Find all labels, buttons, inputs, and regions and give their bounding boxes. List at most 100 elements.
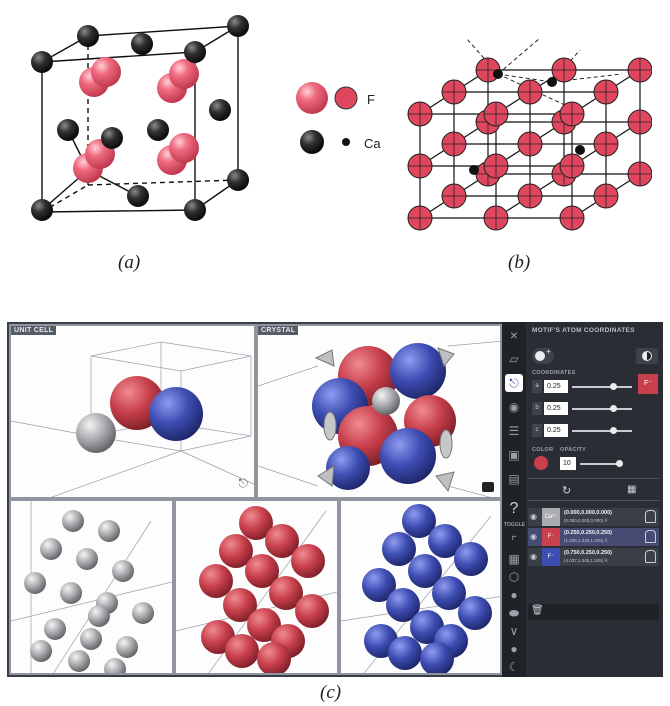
calcium-atom <box>101 127 123 149</box>
atom-row[interactable]: ◉ F⁻ (0.250,0.250,0.250) (1.345,1.345,1.… <box>528 528 659 546</box>
plus-icon: + <box>546 347 551 356</box>
cube-icon[interactable]: ▱ <box>509 352 519 366</box>
calcium-atom <box>24 572 46 594</box>
calcium-cut-atom <box>314 349 335 367</box>
fluorine-atom <box>432 576 466 610</box>
fluorine-atom <box>362 568 396 602</box>
unit-cell-label: UNIT CELL <box>11 326 57 335</box>
moon-icon[interactable]: ☾ <box>508 660 520 674</box>
calcium-atom <box>31 51 53 73</box>
fluorine-atom <box>402 504 436 538</box>
coordinates-label: COORDINATES <box>532 370 576 376</box>
coord-a-input[interactable]: 0.25 <box>544 380 568 393</box>
add-atom-button[interactable]: + <box>532 347 554 364</box>
color-picker[interactable] <box>534 456 548 470</box>
calcium-cut-atom <box>317 465 335 487</box>
lattice-icon[interactable]: ▦ <box>508 552 520 566</box>
opacity-slider-handle[interactable] <box>616 460 623 467</box>
fluorine-atom <box>219 534 253 568</box>
calcium-atom <box>184 41 206 63</box>
calcium-cut-atom <box>323 411 337 441</box>
help-icon[interactable]: ? <box>509 500 519 517</box>
calcium-atom <box>68 650 90 672</box>
fluorine-atom <box>225 634 259 668</box>
coord-c-input[interactable]: 0.25 <box>544 424 568 437</box>
fluorine-atom <box>223 588 257 622</box>
fluorine-atom <box>382 532 416 566</box>
fluorine-atom <box>245 554 279 588</box>
lock-icon[interactable] <box>482 482 494 492</box>
fluorine-blue-sublattice-view[interactable] <box>339 499 502 675</box>
fluorine-atom <box>199 564 233 598</box>
calcium-atom <box>76 413 116 453</box>
calcium-atom <box>469 165 479 175</box>
fluorine-atom <box>408 554 442 588</box>
axis-b-label: b <box>532 402 542 415</box>
atom-row[interactable]: ◉ Ca²⁺ (0.000,0.000,0.000) (0.000,0.000,… <box>528 508 659 526</box>
axes-icon[interactable]: ⌜ <box>511 534 517 548</box>
tangency-icon[interactable] <box>645 510 656 523</box>
opacity-slider[interactable] <box>580 463 620 465</box>
divider <box>528 478 659 479</box>
eye-icon[interactable]: ◉ <box>530 552 537 561</box>
fluorine-red-sublattice-canvas <box>176 506 337 673</box>
coord-a-slider-handle[interactable] <box>610 383 617 390</box>
calcium-atom <box>76 548 98 570</box>
headphones-icon[interactable]: ⎋ <box>238 476 249 490</box>
sphere-icon[interactable]: ● <box>510 588 518 602</box>
coord-b-input[interactable]: 0.25 <box>544 402 568 415</box>
tool-strip: × ▱ ⎋ ◉ ☰ ▣ ▤ ? TOGGLE ⌜ ▦ ⬡ ● ⬬ ∨ ● ☾ <box>502 322 526 677</box>
trash-icon[interactable]: 🗑 <box>531 605 544 616</box>
save-icon[interactable]: ▦ <box>627 484 637 495</box>
coord-c-slider-handle[interactable] <box>610 427 617 434</box>
coord-b-slider-handle[interactable] <box>610 405 617 412</box>
calcium-atom <box>60 582 82 604</box>
panel-title: MOTIF'S ATOM COORDINATES <box>532 327 635 334</box>
unit-cell-view[interactable]: UNIT CELL ⎋ <box>9 324 256 499</box>
tangency-icon[interactable] <box>645 550 656 563</box>
eye-icon[interactable]: ◉ <box>530 512 537 521</box>
calcium-atom <box>104 658 126 673</box>
opacity-input[interactable]: 10 <box>560 457 576 470</box>
opacity-label: OPACITY <box>560 447 587 453</box>
crystal-view[interactable]: CRYSTAL <box>256 324 502 499</box>
toggle-label: TOGGLE <box>504 522 526 528</box>
coord-b-slider[interactable] <box>572 408 632 410</box>
calcium-atom <box>62 510 84 532</box>
atom-row[interactable]: ◉ F⁻ (0.750,0.250,0.250) (4.037,1.345,1.… <box>528 548 659 566</box>
close-icon[interactable]: × <box>509 327 519 343</box>
legend-fluorine-large <box>296 82 328 114</box>
eye-icon[interactable]: ◉ <box>508 400 520 414</box>
contrast-toggle-button[interactable] <box>636 348 658 364</box>
fluorine-atom <box>257 642 291 673</box>
fluorine-atom <box>388 636 422 670</box>
calcium-atom <box>575 145 585 155</box>
camera-icon[interactable]: ▣ <box>508 448 520 462</box>
fluorine-atom <box>91 57 121 87</box>
coord-a-slider[interactable] <box>572 386 632 388</box>
atom-coords: (0.750,0.250,0.250) <box>564 550 613 556</box>
dot-icon[interactable]: ● <box>510 642 518 656</box>
legend-calcium-small <box>342 138 350 146</box>
layers-icon[interactable]: ☰ <box>508 424 520 438</box>
tangency-icon[interactable] <box>645 530 656 543</box>
fluorine-atom <box>386 588 420 622</box>
eye-icon[interactable]: ◉ <box>530 532 537 541</box>
cube-outline-icon[interactable]: ⬡ <box>508 570 520 584</box>
refresh-icon[interactable]: ↻ <box>562 485 572 497</box>
calcium-atom <box>116 636 138 658</box>
headphones-icon[interactable]: ⎋ <box>505 374 523 392</box>
disk-icon[interactable]: ⬬ <box>508 606 520 620</box>
calcium-sublattice-view[interactable] <box>9 499 174 675</box>
selected-element-swatch[interactable]: F⁻ <box>638 374 658 394</box>
calcium-atom <box>127 185 149 207</box>
coord-c-slider[interactable] <box>572 430 632 432</box>
fluorine-blue-sublattice-canvas <box>341 504 500 673</box>
axis-c-label: c <box>532 424 542 437</box>
archive-icon[interactable]: ▤ <box>508 472 520 486</box>
angle-icon[interactable]: ∨ <box>509 624 519 638</box>
fluorine-red-sublattice-view[interactable] <box>174 499 339 675</box>
legend-fluorine-small <box>334 86 358 110</box>
atom-tag: Ca²⁺ <box>542 508 560 526</box>
calcium-cut-atom <box>437 347 455 368</box>
